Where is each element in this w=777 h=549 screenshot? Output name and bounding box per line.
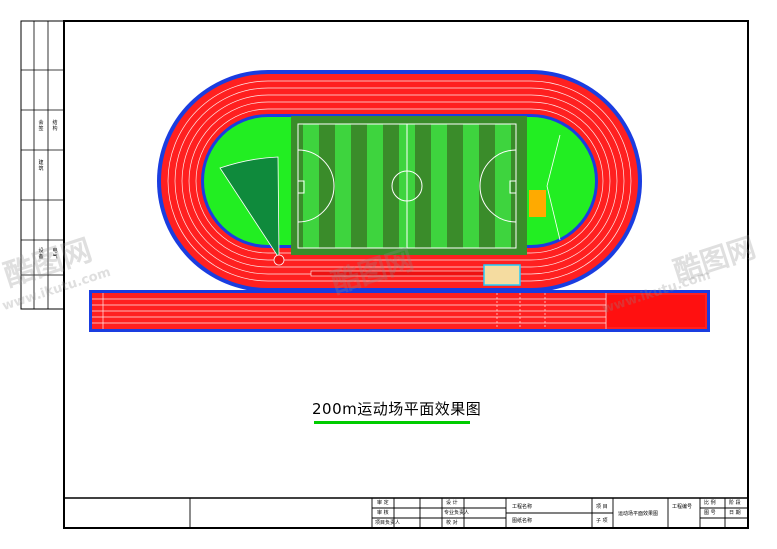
title-block xyxy=(63,497,749,529)
tb-cell-approve: 审 定 xyxy=(377,500,389,506)
tb-cell-project-name: 工程名称 xyxy=(512,504,533,510)
pitch-stripes xyxy=(303,124,511,248)
tb-cell-item: 项 目 xyxy=(596,504,608,510)
tb-cell-review: 审 核 xyxy=(377,510,389,516)
pitch-markings xyxy=(297,123,517,249)
run-off-zone xyxy=(607,295,705,327)
tb-cell-discipline-lead: 专业负责人 xyxy=(444,510,470,516)
side-label-elec: 电气 xyxy=(52,248,58,260)
side-label-equip: 设备 xyxy=(38,248,44,260)
tb-cell-stage: 阶 段 xyxy=(729,500,741,506)
side-label-struct: 结构 xyxy=(52,120,58,132)
side-strip xyxy=(20,20,65,310)
tb-cell-drawing-name: 图纸名称 xyxy=(512,518,533,524)
sandpit xyxy=(483,264,521,286)
tb-cell-project-number: 工程编号 xyxy=(672,504,693,510)
tb-cell-drawing-title: 运动场平面效果图 xyxy=(618,511,659,517)
side-label-sign: 会签 xyxy=(38,120,44,132)
side-label-arch: 建筑 xyxy=(38,160,44,172)
straight-track xyxy=(89,290,710,332)
tb-cell-date: 日 期 xyxy=(729,510,741,516)
tb-cell-design: 设 计 xyxy=(446,500,458,506)
throwing-circle xyxy=(273,254,285,266)
tb-cell-check: 校 对 xyxy=(446,520,458,526)
tb-cell-scale: 比 例 xyxy=(704,500,716,506)
football-pitch xyxy=(291,116,527,255)
tb-cell-subitem: 子 项 xyxy=(596,518,608,524)
throwing-sector xyxy=(219,156,280,260)
drawing-title: 200m运动场平面效果图 xyxy=(312,400,482,418)
high-jump-area xyxy=(529,134,561,241)
tb-cell-drawing-number: 图 号 xyxy=(704,510,716,516)
long-jump-runway xyxy=(310,270,485,277)
title-underline xyxy=(314,421,470,424)
tb-cell-project-lead: 项目负责人 xyxy=(375,520,401,526)
